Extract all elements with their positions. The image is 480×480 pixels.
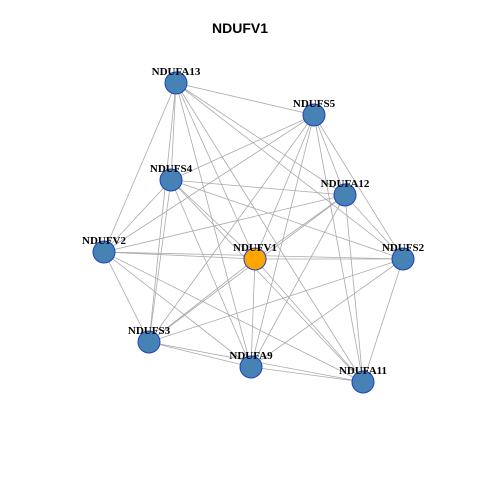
edge-ndufs5-ndufs2 <box>313 114 404 260</box>
node-label-ndufs4: NDUFS4 <box>150 163 193 175</box>
edge-ndufv2-ndufs3 <box>103 251 150 343</box>
edge-ndufs4-ndufs3 <box>148 179 172 343</box>
edge-ndufs2-ndufa11 <box>362 258 404 383</box>
edge-ndufa13-ndufs2 <box>175 82 404 260</box>
edge-ndufa13-ndufs4 <box>170 82 177 181</box>
edge-ndufs4-ndufa11 <box>170 179 364 383</box>
edge-ndufa12-ndufa11 <box>344 194 364 383</box>
edge-ndufs4-ndufa9 <box>170 179 252 368</box>
edge-ndufs5-ndufa12 <box>313 114 346 196</box>
edge-ndufs2-ndufs3 <box>148 258 404 343</box>
node-ndufa9 <box>239 355 263 379</box>
edge-ndufs5-ndufs3 <box>148 114 315 343</box>
node-label-ndufv1: NDUFV1 <box>233 242 277 254</box>
edge-ndufa13-ndufa11 <box>175 82 364 383</box>
edge-ndufa12-ndufs3 <box>148 194 346 343</box>
figure-title: NDUFV1 <box>211 20 268 36</box>
edge-ndufa13-ndufs5 <box>175 82 315 116</box>
edge-ndufs2-ndufa9 <box>250 258 404 368</box>
edge-ndufs5-ndufa9 <box>250 114 315 368</box>
edge-ndufa9-ndufa11 <box>250 366 364 383</box>
node-ndufv1 <box>243 247 267 271</box>
node-label-ndufa9: NDUFA9 <box>229 350 273 362</box>
node-ndufv2 <box>92 240 116 264</box>
edge-ndufv1-ndufa9 <box>250 258 256 368</box>
edge-ndufa12-ndufv1 <box>254 194 346 260</box>
edge-ndufs4-ndufa12 <box>170 179 346 196</box>
edge-ndufa12-ndufa9 <box>250 194 346 368</box>
node-label-ndufs2: NDUFS2 <box>382 242 425 254</box>
node-label-ndufv2: NDUFV2 <box>82 235 126 247</box>
node-ndufa13 <box>164 71 188 95</box>
edge-ndufs5-ndufv1 <box>254 114 315 260</box>
edge-ndufs4-ndufs2 <box>170 179 404 260</box>
node-label-ndufa11: NDUFA11 <box>339 365 387 377</box>
edge-ndufs5-ndufa11 <box>313 114 364 383</box>
edge-ndufs4-ndufv2 <box>103 179 172 253</box>
node-ndufa11 <box>351 370 375 394</box>
node-label-ndufa12: NDUFA12 <box>321 178 370 190</box>
edge-ndufv2-ndufa9 <box>103 251 252 368</box>
edge-ndufv1-ndufs3 <box>148 258 256 343</box>
edge-ndufv1-ndufa11 <box>254 258 364 383</box>
node-label-ndufa13: NDUFA13 <box>152 66 201 78</box>
edge-ndufs5-ndufs4 <box>170 114 315 181</box>
edge-ndufa13-ndufs3 <box>148 82 177 343</box>
node-label-ndufs3: NDUFS3 <box>128 325 171 337</box>
edge-ndufa13-ndufv1 <box>175 82 256 260</box>
node-ndufs5 <box>302 103 326 127</box>
edge-ndufs3-ndufa9 <box>148 341 252 368</box>
node-layer <box>92 71 415 394</box>
edge-ndufa12-ndufv2 <box>103 194 346 253</box>
edge-ndufa13-ndufv2 <box>103 82 177 253</box>
edge-ndufs4-ndufv1 <box>170 179 256 260</box>
node-ndufs3 <box>137 330 161 354</box>
edge-layer <box>103 82 404 383</box>
node-ndufs2 <box>391 247 415 271</box>
edge-ndufa12-ndufs2 <box>344 194 404 260</box>
node-ndufs4 <box>159 168 183 192</box>
edge-ndufv2-ndufa11 <box>103 251 364 383</box>
node-ndufa12 <box>333 183 357 207</box>
edge-ndufv2-ndufv1 <box>103 251 256 260</box>
node-label-ndufs5: NDUFS5 <box>293 98 336 110</box>
